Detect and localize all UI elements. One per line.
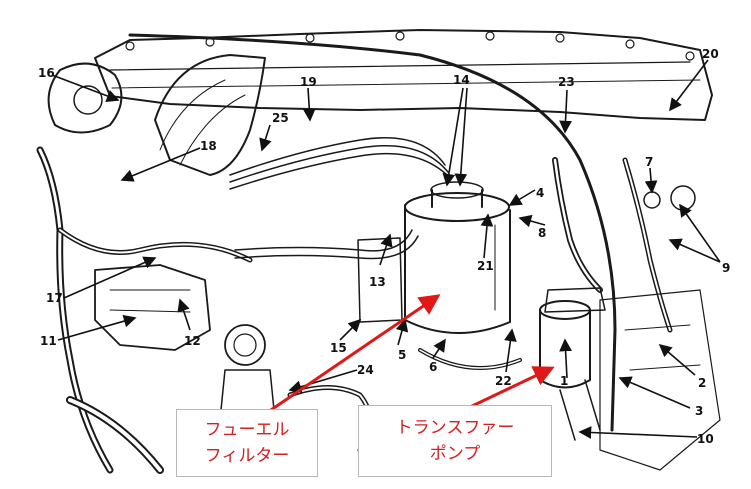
part-label-6: 6 [429, 360, 437, 374]
part-label-21: 21 [477, 259, 494, 273]
part-number-labels: 1 2 3 4 5 6 7 8 9 10 11 12 13 14 15 16 1… [38, 47, 730, 446]
part-label-3: 3 [695, 404, 703, 418]
transfer-pump-arrow [469, 366, 555, 409]
fuel-filter-arrow [267, 294, 441, 414]
transfer-pump-callout: トランスファー ポンプ [358, 405, 552, 477]
part-label-1: 1 [560, 374, 568, 388]
part-label-11: 11 [40, 334, 57, 348]
part-label-4: 4 [536, 186, 544, 200]
part-label-8: 8 [538, 226, 546, 240]
fuel-filter-callout: フューエル フィルター [176, 409, 318, 477]
fuel-filter-label-line1: フューエル [204, 420, 290, 440]
part-label-2: 2 [698, 376, 706, 390]
transfer-pump-label-line2: ポンプ [429, 444, 481, 464]
part-label-14: 14 [453, 73, 470, 87]
transfer-pump-label-line1: トランスファー [395, 418, 515, 438]
part-label-13: 13 [369, 275, 386, 289]
part-label-19: 19 [300, 75, 317, 89]
part-label-15: 15 [330, 341, 347, 355]
part-label-25: 25 [272, 111, 289, 125]
part-label-10: 10 [697, 432, 714, 446]
part-label-12: 12 [184, 334, 201, 348]
part-label-24: 24 [357, 363, 374, 377]
part-label-22: 22 [495, 374, 512, 388]
part-label-16: 16 [38, 66, 55, 80]
part-label-7: 7 [645, 155, 653, 169]
fuel-filter-label-line2: フィルター [204, 446, 290, 466]
callout-arrows [267, 294, 555, 414]
part-label-17: 17 [46, 291, 63, 305]
engine-line-art [36, 29, 721, 474]
part-label-23: 23 [558, 75, 575, 89]
part-label-18: 18 [200, 139, 217, 153]
leader-lines [51, 59, 721, 439]
part-label-5: 5 [398, 348, 406, 362]
part-label-20: 20 [702, 47, 719, 61]
part-label-9: 9 [722, 261, 730, 275]
